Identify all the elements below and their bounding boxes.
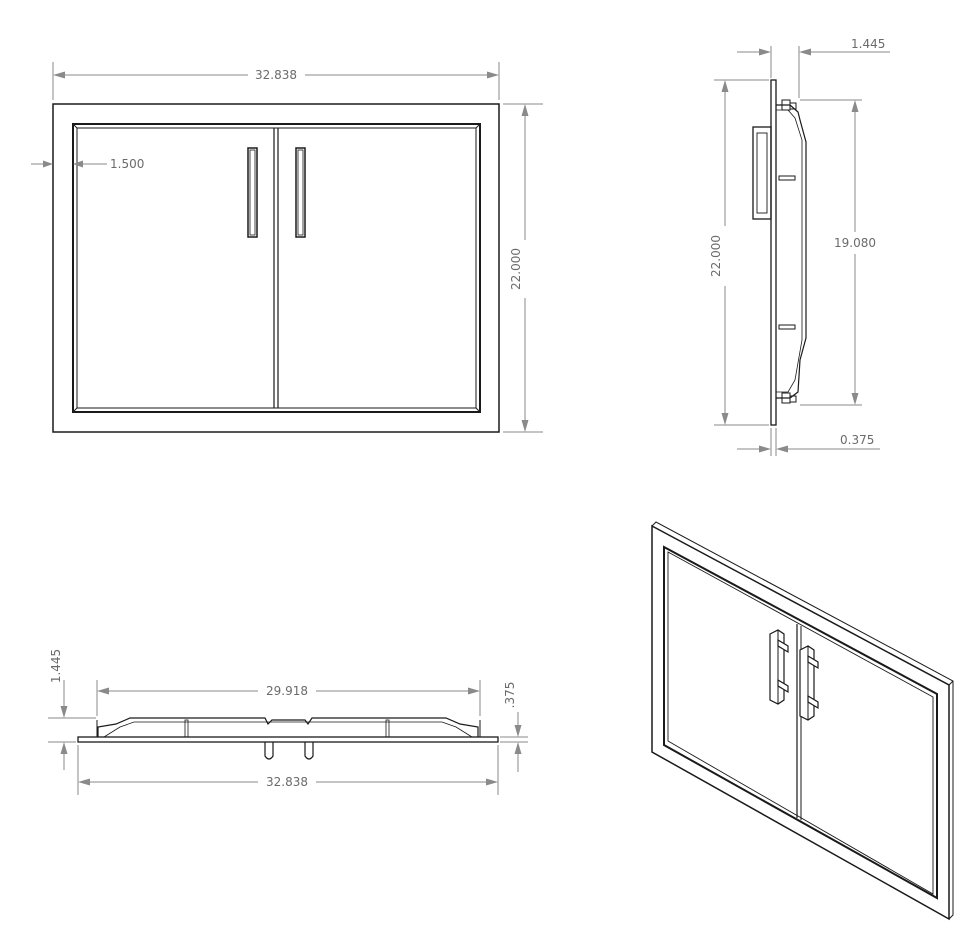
iso-handle-right (799, 645, 819, 721)
dim-top-inner-width: 29.918 (96, 680, 481, 716)
top-view: 1.445 29.918 .375 (48, 649, 528, 795)
iso-inner-bevel (667, 551, 934, 895)
front-handle-right (295, 147, 306, 238)
dim-front-height: 22.000 (503, 103, 543, 433)
iso-handle-left (769, 629, 789, 705)
side-stud-bottom (778, 324, 796, 330)
front-inner-bevel (76, 127, 477, 409)
isometric-view (651, 521, 954, 921)
top-handle-right (304, 742, 314, 760)
side-handle (752, 126, 772, 220)
dim-top-depth: 1.445 (48, 649, 96, 770)
top-handle-left (264, 742, 274, 760)
dim-top-flange-label: .375 (503, 682, 517, 709)
front-chamfer-tr (475, 123, 481, 129)
side-stud-top (778, 175, 796, 181)
dim-side-height: 22.000 (709, 79, 769, 426)
side-body-inner (776, 109, 803, 393)
side-body-profile (776, 104, 807, 399)
front-outer-frame (52, 103, 500, 433)
front-chamfer-tl (72, 123, 78, 129)
side-clip-bottom-2 (789, 395, 797, 403)
dim-top-flange: .375 (500, 682, 528, 772)
dim-side-flange-label: 0.375 (840, 433, 874, 447)
dim-side-depth-label: 1.445 (851, 37, 885, 51)
dim-front-width-label: 32.838 (255, 68, 297, 82)
iso-frame-edge-2 (948, 680, 954, 686)
dim-top-width-label: 32.838 (266, 775, 308, 789)
dim-side-flange: 0.375 (737, 428, 880, 456)
front-chamfer-bl (72, 407, 78, 413)
dim-top-depth-label: 1.445 (49, 649, 63, 683)
dim-side-inner-height: 19.080 (800, 99, 876, 406)
dim-front-border-label: 1.500 (110, 157, 144, 171)
front-handle-right-inner (297, 149, 304, 236)
side-flange (770, 79, 777, 426)
front-handle-left (247, 147, 258, 238)
dim-side-height-label: 22.000 (709, 235, 723, 277)
front-inner-frame (72, 123, 481, 413)
iso-inner-opening (663, 545, 938, 900)
front-handle-left-inner (249, 149, 256, 236)
top-stud-right (385, 719, 390, 738)
dim-side-inner-height-label: 19.080 (834, 236, 876, 250)
dim-front-height-label: 22.000 (509, 248, 523, 290)
side-handle-inner (756, 132, 768, 214)
top-body-profile (97, 717, 479, 737)
side-view: 1.445 22.000 19.080 (709, 37, 890, 456)
side-clip-top-2 (789, 102, 797, 110)
front-chamfer-br (475, 407, 481, 413)
front-view: 32.838 1.500 22.000 (31, 62, 543, 433)
dim-top-inner-width-label: 29.918 (266, 684, 308, 698)
dim-side-depth: 1.445 (737, 37, 890, 98)
dim-front-border: 1.500 (31, 157, 144, 171)
top-stud-left (184, 719, 189, 738)
dim-front-width: 32.838 (52, 62, 500, 100)
top-flange (77, 736, 499, 743)
dim-top-width: 32.838 (77, 745, 499, 795)
top-body-inner (103, 721, 473, 738)
